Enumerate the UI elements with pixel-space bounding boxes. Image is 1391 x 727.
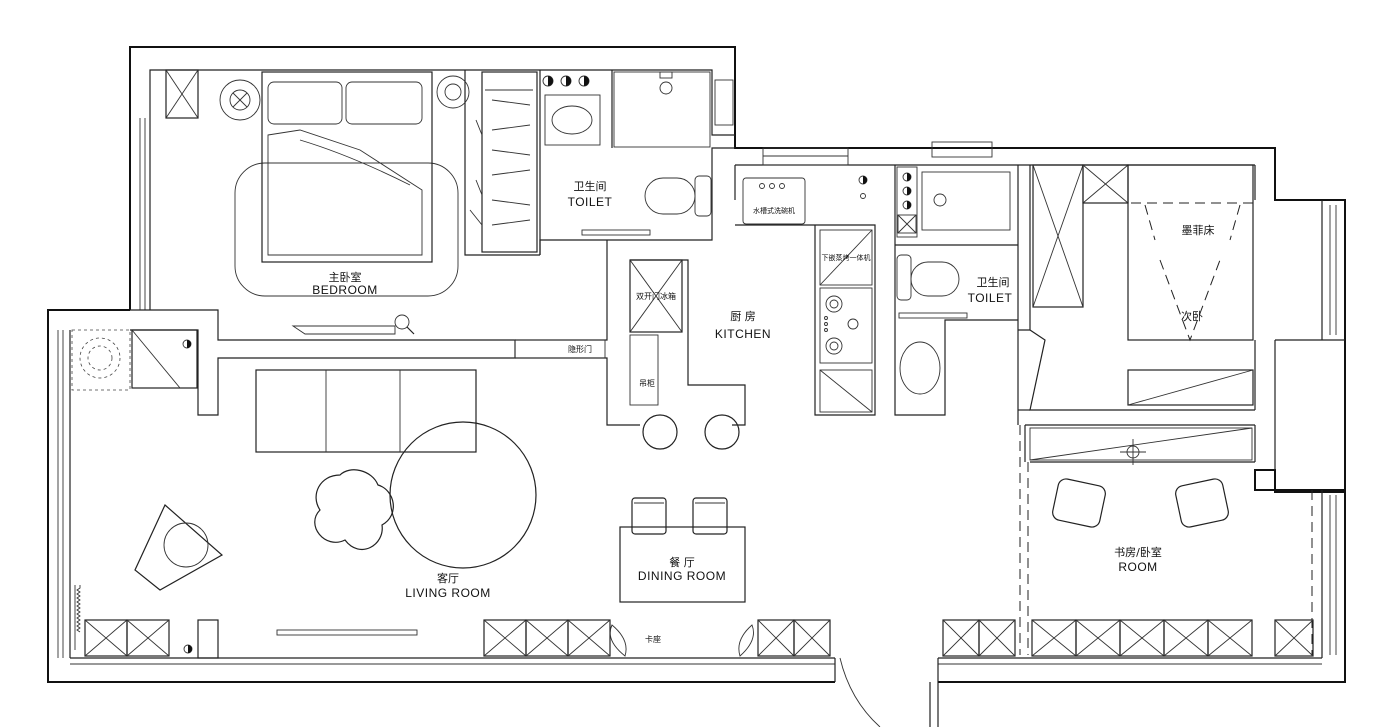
kitchen-cn: 厨 房 <box>730 310 756 323</box>
sink-icon <box>551 105 593 135</box>
master-toilet: 卫生间 TOILET <box>542 71 712 236</box>
bed <box>261 71 433 263</box>
toilet-icon <box>910 261 960 297</box>
study-en: ROOM <box>1118 560 1157 574</box>
fridge <box>629 259 683 333</box>
fridge-label: 双开门冰箱 <box>636 291 676 301</box>
living-room-en: LIVING ROOM <box>405 586 491 600</box>
lamp-icon <box>436 75 470 109</box>
chair <box>692 497 728 535</box>
sofa <box>255 369 477 453</box>
kitchen-en: KITCHEN <box>715 327 771 341</box>
toilet2-cn: 卫生间 <box>977 275 1010 289</box>
living-room: 卡座 客厅 LIVING ROOM <box>71 329 1314 657</box>
study: 书房/卧室 ROOM <box>1029 427 1253 574</box>
wall-cabinet-label: 吊柜 <box>639 378 655 388</box>
dishwasher-label: 水槽式洗碗机 <box>753 206 795 215</box>
second-bedroom: 墨菲床 次卧 <box>1032 164 1254 406</box>
interior-walls <box>130 70 1313 727</box>
stove <box>819 287 873 364</box>
armchair <box>134 504 224 591</box>
hidden-door-label: 隐形门 <box>568 344 592 354</box>
lamp-icon <box>219 79 261 121</box>
toilet2-en: TOILET <box>968 291 1013 305</box>
master-bedroom: 主卧室 BEDROOM <box>165 69 538 335</box>
second-bedroom-label: 次卧 <box>1181 309 1203 323</box>
kitchen: 双开门冰箱 吊柜 隐形门 水槽式洗碗机 下嵌蒸烤一体机 厨 房 KITCHEN <box>514 175 873 450</box>
shower-icon <box>659 81 673 95</box>
windows <box>714 79 993 166</box>
dining-table <box>619 526 746 603</box>
toilet1-cn: 卫生间 <box>574 179 607 193</box>
master-bedroom-cn: 主卧室 <box>329 270 362 284</box>
living-room-cn: 客厅 <box>437 571 459 585</box>
coffee-table <box>314 469 394 551</box>
bottom-cabinets <box>84 619 1314 657</box>
murphy-bed-label: 墨菲床 <box>1182 223 1215 237</box>
chair <box>631 497 667 535</box>
study-cn: 书房/卧室 <box>1114 545 1162 559</box>
dining-cn: 餐 厅 <box>669 555 695 569</box>
cabinet-box <box>165 69 199 119</box>
toilet1-en: TOILET <box>568 195 613 209</box>
outer-walls <box>47 46 1346 683</box>
sink-icon <box>899 341 941 395</box>
shower-icon <box>933 193 947 207</box>
steam-oven-label: 下嵌蒸烤一体机 <box>822 253 871 262</box>
toilet-icon <box>644 177 696 215</box>
chair <box>1175 478 1229 528</box>
dishwasher-sink <box>742 177 806 225</box>
dining-en: DINING ROOM <box>638 569 726 583</box>
master-bedroom-en: BEDROOM <box>312 283 378 297</box>
second-toilet: 卫生间 TOILET <box>896 166 1013 395</box>
chair <box>1052 478 1106 528</box>
banquette-label: 卡座 <box>645 634 661 644</box>
dining-room: 餐 厅 DINING ROOM <box>619 497 746 603</box>
magnifier-icon <box>394 314 410 330</box>
